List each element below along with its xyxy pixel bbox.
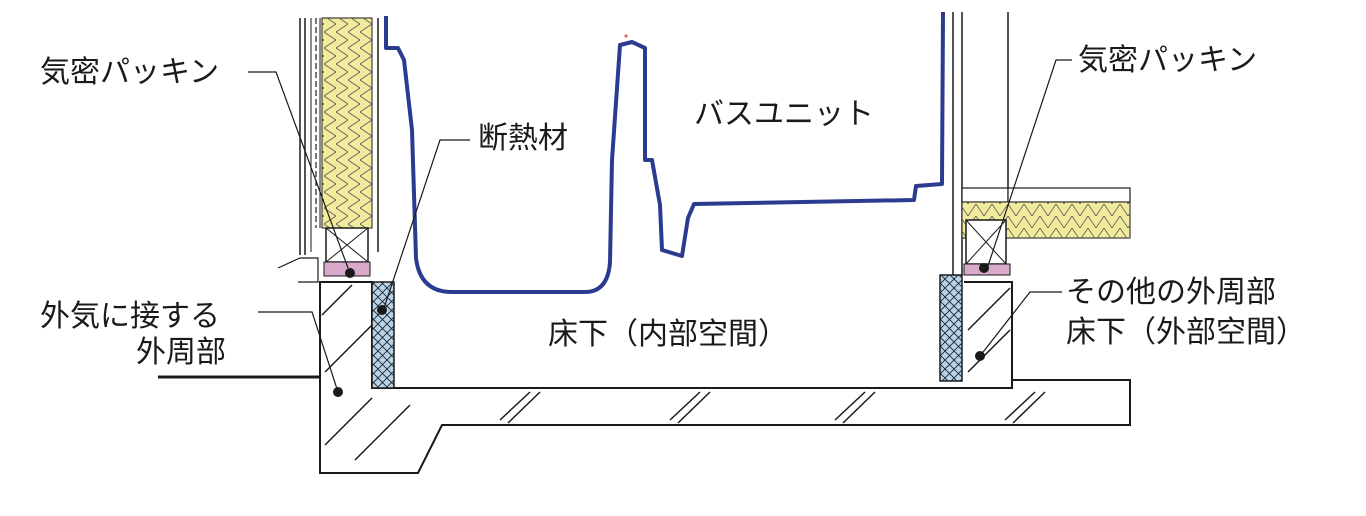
label-airtight-packing-left: 気密パッキン <box>40 55 219 90</box>
label-other-perimeter: その他の外周部 <box>1066 275 1276 310</box>
label-exterior-perimeter-line1: 外気に接する <box>40 299 220 334</box>
label-underfloor-exterior: 床下（外部空間） <box>1066 315 1306 350</box>
left-exterior-wall <box>277 17 379 283</box>
right-wall <box>952 12 1131 276</box>
concrete-foundation <box>158 281 1131 474</box>
label-bath-unit: バスユニット <box>694 97 874 132</box>
label-airtight-packing-right: 気密パッキン <box>1078 43 1257 78</box>
label-underfloor-interior: 床下（内部空間） <box>548 317 788 352</box>
slab-hatch-marks <box>321 284 1046 461</box>
bath-unit-outline <box>384 11 945 294</box>
label-exterior-perimeter-line2: 外周部 <box>136 335 226 370</box>
label-insulation: 断熱材 <box>478 121 568 156</box>
leader-lines <box>248 59 1072 393</box>
